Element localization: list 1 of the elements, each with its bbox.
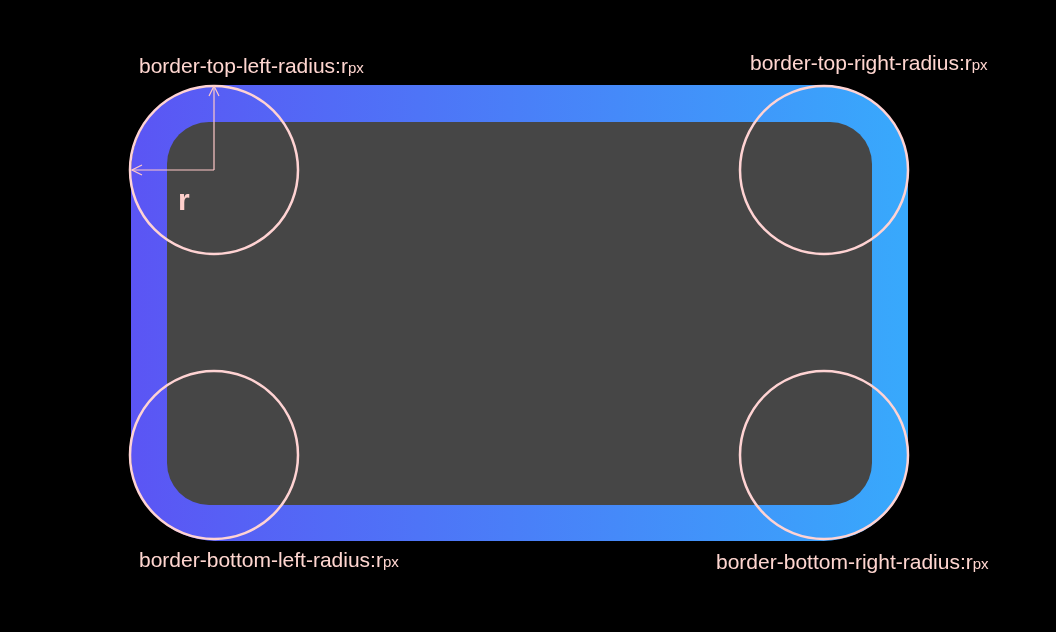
dimension-label: r	[178, 184, 190, 216]
